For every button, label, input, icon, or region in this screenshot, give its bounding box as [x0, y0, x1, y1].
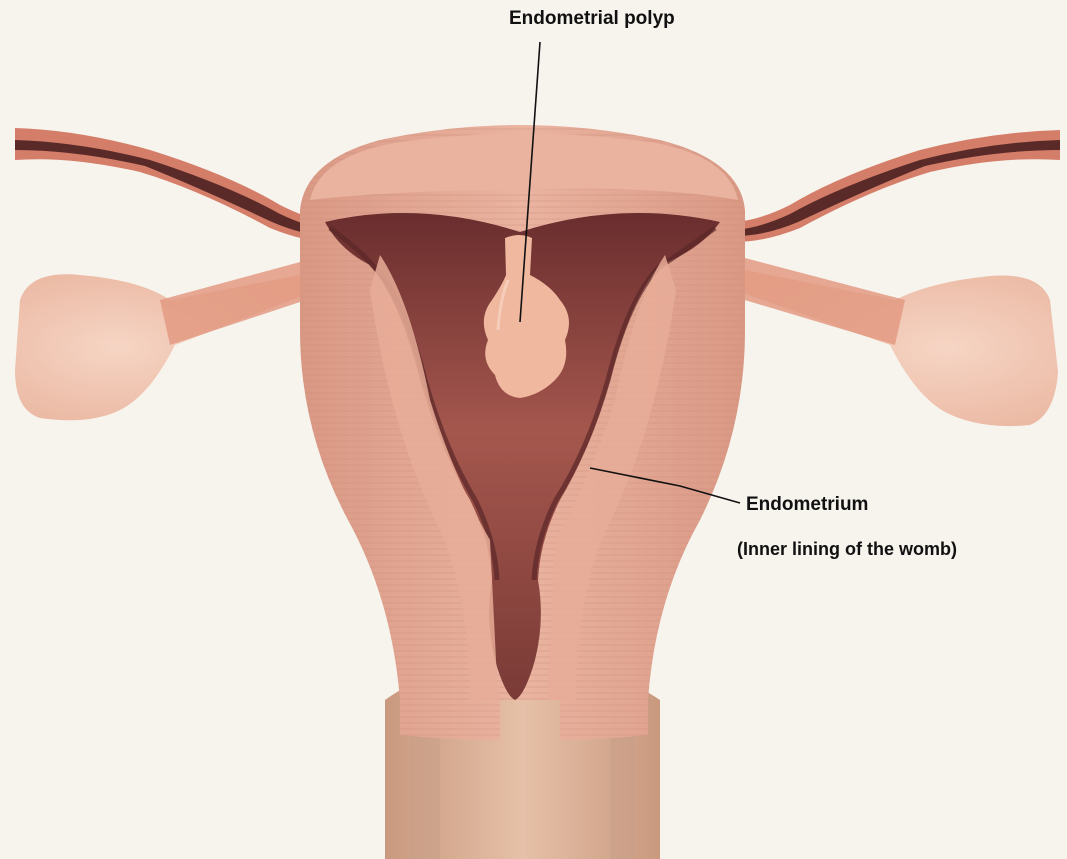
right-fallopian-tube: [735, 130, 1060, 242]
endometrium-label: Endometrium: [746, 494, 868, 516]
polyp-label: Endometrial polyp: [509, 8, 675, 30]
right-ovary: [738, 258, 1058, 426]
endometrium-sublabel: (Inner lining of the womb): [737, 539, 957, 560]
left-ovary: [15, 262, 306, 420]
left-fallopian-tube: [15, 128, 330, 242]
